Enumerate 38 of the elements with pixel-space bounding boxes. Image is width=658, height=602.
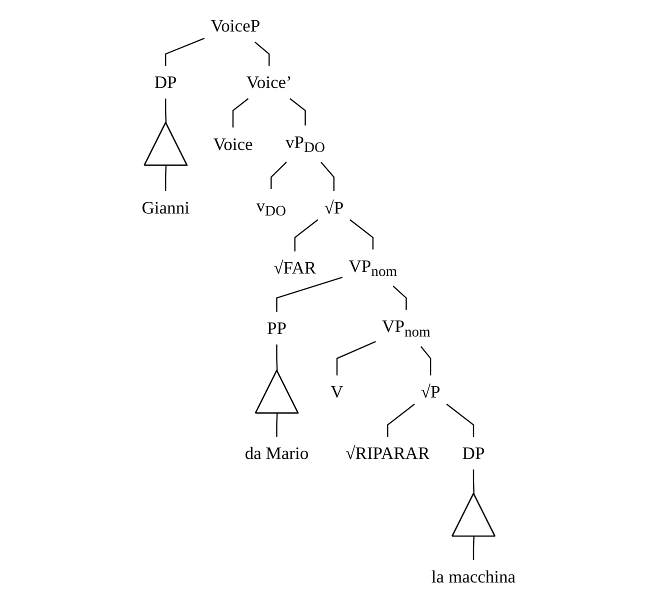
connector [294, 219, 319, 252]
node-text: DP [154, 72, 178, 92]
node-text: V [331, 382, 344, 402]
connector [276, 344, 278, 371]
node-text: DP [462, 443, 486, 464]
node-text: VP$_{nom}$ [349, 256, 398, 280]
connector [473, 470, 475, 494]
connector [420, 346, 432, 376]
node-text: Voice’ [246, 72, 292, 92]
connector [276, 276, 343, 312]
connector [336, 340, 376, 376]
connector [320, 162, 335, 191]
node-text: PP [267, 318, 287, 338]
connector [254, 42, 270, 66]
node-text: la macchina [432, 566, 516, 586]
node-text: √FAR [274, 258, 316, 278]
connector [387, 404, 416, 437]
connector [290, 98, 306, 126]
node-text: Voice [214, 134, 254, 154]
node-text: VP$_{nom}$ [382, 316, 431, 340]
node-text: da Mario [245, 443, 309, 464]
node-text: Gianni [142, 197, 190, 218]
node-text: vP$_{DO}$ [286, 132, 326, 156]
connector [276, 413, 278, 437]
node-text: v$_{DO}$ [256, 195, 286, 219]
connector [165, 166, 167, 191]
connector [165, 38, 205, 66]
connector [393, 286, 408, 310]
connector [232, 98, 249, 128]
connector [350, 219, 374, 250]
node-text: √P [324, 197, 344, 218]
connector [270, 162, 288, 190]
node-text: √P [421, 382, 441, 402]
node-text: √RIPARAR [346, 443, 430, 464]
connector [473, 536, 475, 560]
node-text: VoiceP [211, 16, 260, 36]
connector [165, 98, 167, 123]
connector [446, 404, 474, 437]
